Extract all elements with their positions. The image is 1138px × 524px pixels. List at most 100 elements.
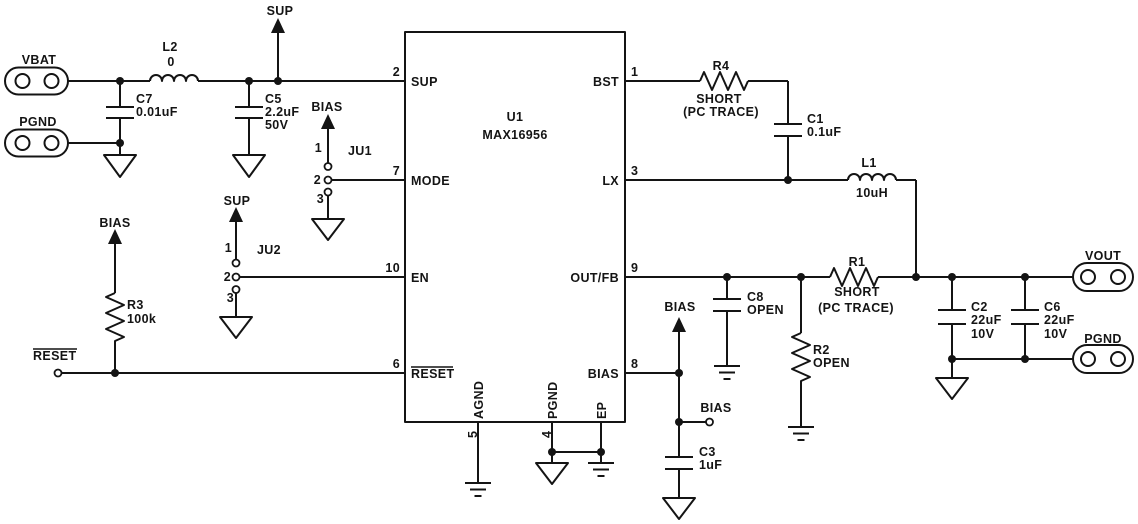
resistor-r4: R4 SHORT (PC TRACE) xyxy=(683,59,758,119)
sup-net-label: SUP xyxy=(224,194,251,208)
c6-ref: C6 xyxy=(1044,300,1061,314)
test-point-circle xyxy=(705,417,714,427)
ju2-pin2-num: 2 xyxy=(224,270,231,284)
r2-value: OPEN xyxy=(813,356,850,370)
pin5-num: 5 xyxy=(466,431,480,438)
pgnd-in-terminal: PGND xyxy=(4,115,69,158)
c1-value: 0.1uF xyxy=(807,125,841,139)
pin9-num: 9 xyxy=(631,261,638,275)
pin10-num: 10 xyxy=(385,261,400,275)
l1-ref: L1 xyxy=(861,156,876,170)
net-arrow-icon xyxy=(108,229,122,244)
net-arrow-icon xyxy=(271,18,285,33)
ju2-ref: JU2 xyxy=(257,243,281,257)
resistor-symbol xyxy=(105,292,125,373)
capacitor-c3: C3 1uF xyxy=(662,422,722,520)
pin-ep-label: EP xyxy=(595,402,609,419)
resistor-r1: R1 SHORT (PC TRACE) xyxy=(818,255,893,315)
pgnd-in-pad xyxy=(4,128,69,158)
c5-ref: C5 xyxy=(265,92,282,106)
ju2-pin1-num: 1 xyxy=(225,241,232,255)
pin8-num: 8 xyxy=(631,357,638,371)
inductor-symbol xyxy=(149,74,199,82)
r2-ref: R2 xyxy=(813,343,830,357)
vbat-label: VBAT xyxy=(22,53,57,67)
bias-net-label: BIAS xyxy=(99,216,130,230)
c7-value: 0.01uF xyxy=(136,105,178,119)
ju2-pin1 xyxy=(231,258,241,268)
ground-symbol xyxy=(103,154,137,178)
vout-label: VOUT xyxy=(1085,249,1121,263)
c3-ref: C3 xyxy=(699,445,716,459)
junction-dots xyxy=(111,77,1029,456)
pin7-num: 7 xyxy=(393,164,400,178)
vbat-terminal: VBAT xyxy=(4,53,69,96)
net-arrow-icon xyxy=(321,114,335,129)
u1-ref: U1 xyxy=(507,110,524,124)
net-arrow-icon xyxy=(229,207,243,222)
capacitor-c7: C7 0.01uF xyxy=(103,81,178,178)
c6-rating: 10V xyxy=(1044,327,1068,341)
pgnd-out-terminal: PGND xyxy=(1072,332,1134,374)
capacitor-c5: C5 2.2uF 50V xyxy=(232,81,299,178)
c2-ref: C2 xyxy=(971,300,988,314)
capacitor-c2: C2 22uF 10V xyxy=(935,277,1002,400)
ground-symbol xyxy=(232,154,266,178)
c2-value: 22uF xyxy=(971,313,1002,327)
ju2-pin3-num: 3 xyxy=(227,291,234,305)
vbat-pad xyxy=(4,66,69,96)
c6-value: 22uF xyxy=(1044,313,1075,327)
pin-sup-label: SUP xyxy=(411,75,438,89)
bias-tp-label: BIAS xyxy=(700,401,731,415)
pin-lx-label: LX xyxy=(602,174,619,188)
pin-mode-label: MODE xyxy=(411,174,450,188)
reset-net-flag: RESET xyxy=(33,348,77,378)
resistor-symbol xyxy=(699,71,749,91)
l2-ref: L2 xyxy=(162,40,177,54)
ground-symbol xyxy=(219,316,253,339)
bias-net-flag: BIAS xyxy=(664,300,695,422)
ground-symbol xyxy=(311,218,345,241)
pin-bst-label: BST xyxy=(593,75,619,89)
r3-ref: R3 xyxy=(127,298,144,312)
ju1-ref: JU1 xyxy=(348,144,372,158)
bias-net-label: BIAS xyxy=(664,300,695,314)
ic-u1: U1 MAX16956 2 SUP 7 MODE 10 EN 6 RESET 1… xyxy=(385,31,638,497)
sup-net-label: SUP xyxy=(267,4,294,18)
l1-value: 10uH xyxy=(856,186,888,200)
r4-value: SHORT xyxy=(696,92,742,106)
pin-pgnd-label: PGND xyxy=(546,381,560,419)
sup-net-flag-top: SUP xyxy=(267,4,294,81)
ground-symbol xyxy=(535,462,569,485)
c5-rating: 50V xyxy=(265,118,289,132)
inductor-l2: L2 0 xyxy=(149,40,199,82)
resistor-r3: BIAS R3 100k xyxy=(99,216,156,373)
c8-ref: C8 xyxy=(747,290,764,304)
pin-bias-label: BIAS xyxy=(588,367,619,381)
c2-rating: 10V xyxy=(971,327,995,341)
pin-reset-label: RESET xyxy=(411,367,454,381)
pin2-num: 2 xyxy=(393,65,400,79)
pin4-num: 4 xyxy=(540,431,554,438)
c7-ref: C7 xyxy=(136,92,153,106)
r1-ref: R1 xyxy=(849,255,866,269)
ju1-pin2-num: 2 xyxy=(314,173,321,187)
ic-body xyxy=(404,31,626,423)
capacitor-c8: C8 OPEN xyxy=(713,277,784,380)
resistor-r2: R2 OPEN xyxy=(788,277,850,441)
ju1-pin1-num: 1 xyxy=(315,141,322,155)
capacitor-c1: C1 0.1uF xyxy=(774,112,841,180)
inductor-l1: L1 10uH xyxy=(847,156,897,200)
ju1-pin1 xyxy=(323,162,333,171)
bias-net-label: BIAS xyxy=(311,100,342,114)
pin6-num: 6 xyxy=(393,357,400,371)
pgnd-out-label: PGND xyxy=(1084,332,1122,346)
ju1-pin3-num: 3 xyxy=(317,192,324,206)
u1-part: MAX16956 xyxy=(482,128,547,142)
ground-symbol xyxy=(662,497,696,520)
c8-value: OPEN xyxy=(747,303,784,317)
bias-test-point: BIAS xyxy=(679,401,731,427)
r4-ref: R4 xyxy=(713,59,730,73)
